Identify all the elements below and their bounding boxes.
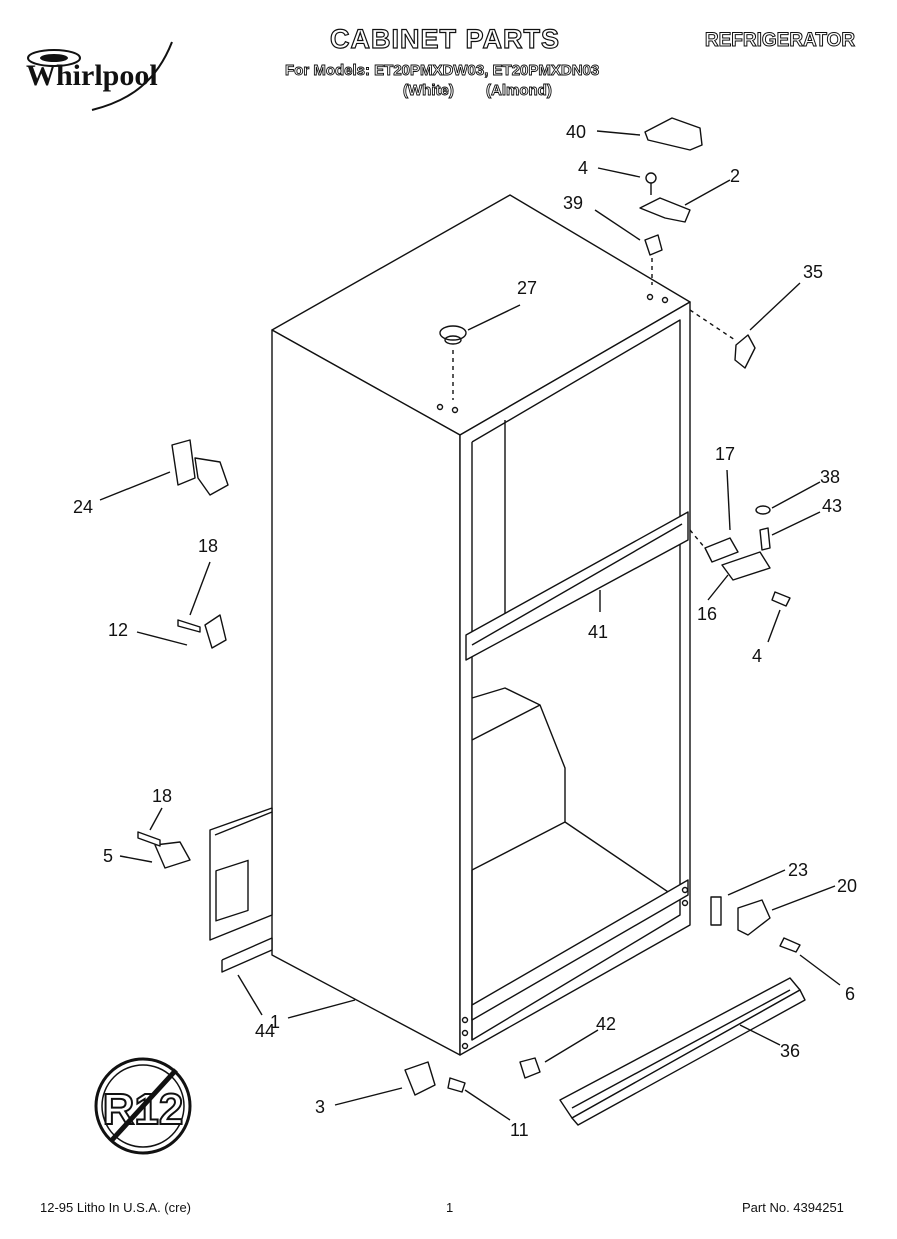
page-title: CABINET PARTS [329,23,560,54]
brand-wordmark: Whirlpool [26,59,158,92]
clip-42 [519,1057,541,1079]
callout-5: 5 [103,846,113,866]
cabinet-side [271,329,461,1056]
screw-11 [447,1077,466,1093]
screw-18a [177,619,201,633]
callout-42: 42 [596,1014,616,1034]
part-24 [171,439,196,486]
part-3 [404,1061,436,1096]
callout-40: 40 [566,122,586,142]
page-number: 1 [446,1200,454,1215]
color-white-label: (White) [403,82,455,100]
callout-17: 17 [715,444,735,464]
part-number: Part No. 4394251 [742,1200,844,1215]
callout-23: 23 [788,860,808,880]
plug-27 [439,325,467,341]
whirlpool-logo: Whirlpool [22,40,192,120]
washer-38 [755,505,771,515]
callout-35: 35 [803,262,823,282]
center-hinge-16 [721,551,771,581]
callout-20: 20 [837,876,857,896]
callout-1: 1 [270,1012,280,1032]
callout-3: 3 [315,1097,325,1117]
bracket-5 [154,841,191,869]
callout-6: 6 [845,984,855,1004]
callout-11: 11 [510,1120,529,1140]
r12-text: R12 [103,1085,184,1134]
top-hinge-2 [639,197,691,223]
callout-2: 2 [730,166,740,186]
callout-18b: 18 [152,786,172,806]
callout-41: 41 [588,622,608,642]
callout-24: 24 [73,497,93,517]
shim-23 [710,896,722,926]
callout-labels: 40 4 2 39 35 27 24 18 12 17 38 43 16 4 4… [73,122,857,1140]
callout-27: 27 [517,278,537,298]
model-numbers: For Models: ET20PMXDW03, ET20PMXDN03 [285,62,600,80]
hinge-pin-43 [759,527,771,551]
screw-18b [137,831,161,847]
callout-4b: 4 [752,646,762,666]
shim-17 [704,537,739,563]
bracket-12 [204,614,227,649]
callout-4a: 4 [578,158,588,178]
callout-39: 39 [563,193,583,213]
callout-43: 43 [822,496,842,516]
callout-12: 12 [108,620,128,640]
callout-44: 44 [255,1021,275,1041]
cabinet-front-frame [459,301,691,1056]
part-35 [734,334,756,369]
callout-36: 36 [780,1041,800,1061]
front-opening-edge [471,319,681,1041]
hinge-cover-40 [644,117,703,151]
toe-grille-36 [559,977,801,1119]
screw-4b [771,591,791,607]
appliance-category: REFRIGERATOR [704,30,856,52]
divider-rail [465,511,689,661]
callout-38: 38 [820,467,840,487]
color-almond-label: (Almond) [486,82,553,100]
model-colors: (White) (Almond) [403,82,553,100]
callout-16: 16 [697,604,717,624]
screw-6 [779,937,801,953]
bottom-hinge-20 [737,899,771,936]
printing-info: 12-95 Litho In U.S.A. (cre) [40,1200,192,1215]
spacer-39 [644,234,663,256]
callout-18a: 18 [198,536,218,556]
r12-refrigerant-badge: R12 [94,1057,192,1155]
